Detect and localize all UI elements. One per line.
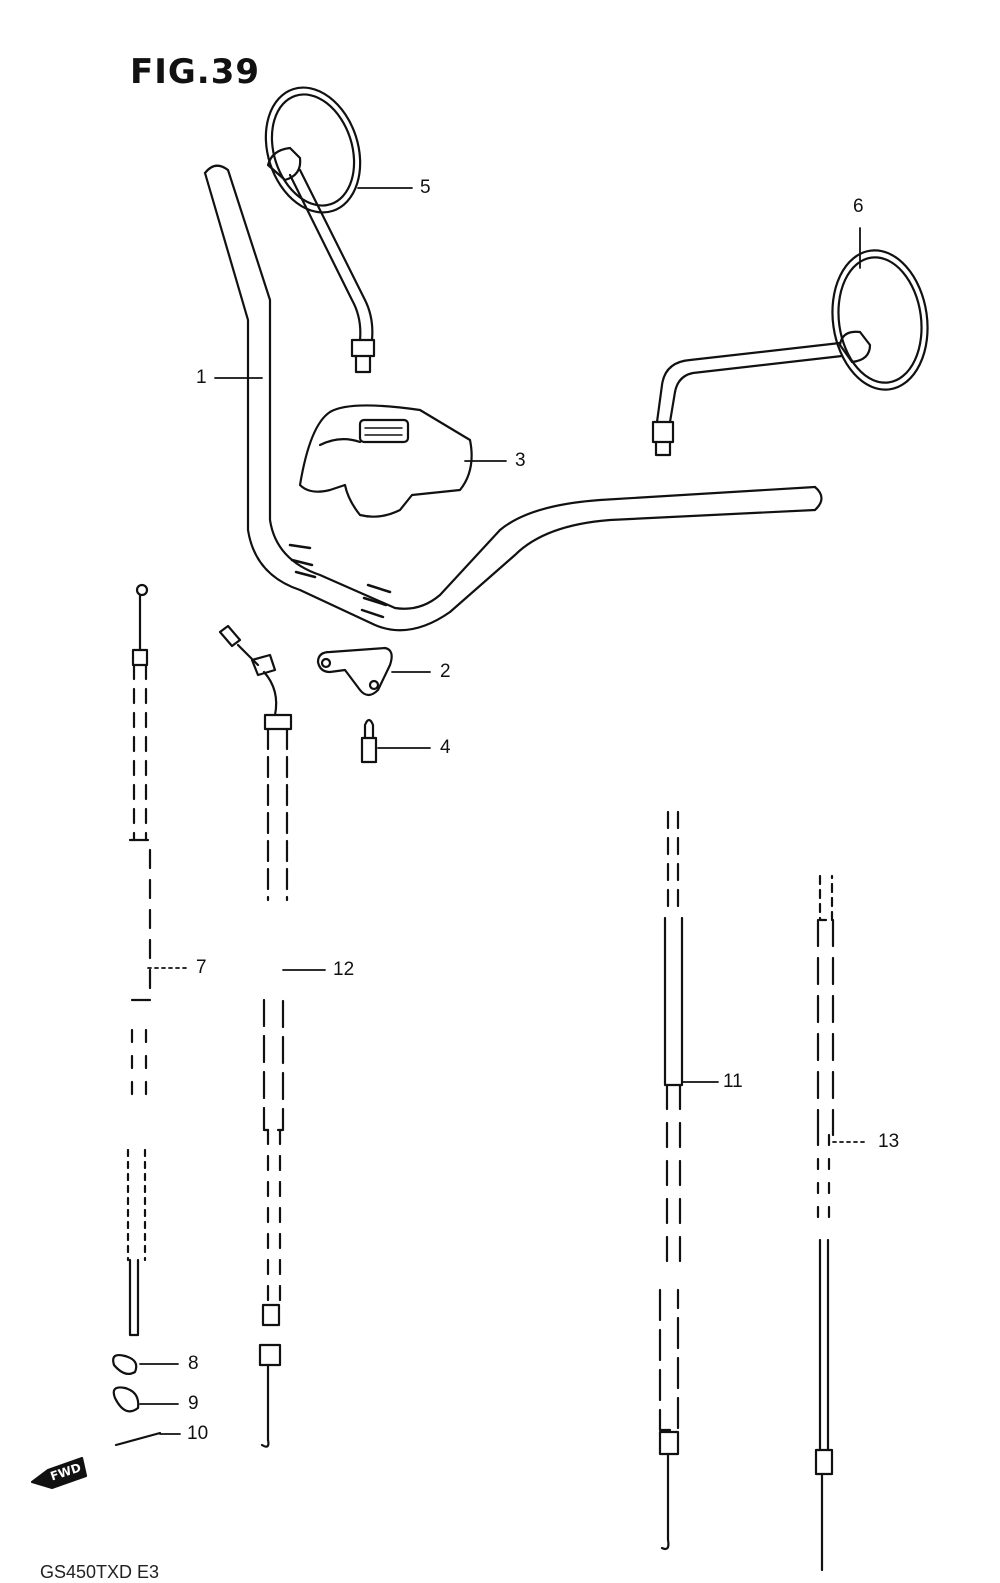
callout-5: 5 [420, 177, 431, 198]
clip-8-part [112, 1353, 138, 1375]
callout-12: 12 [333, 959, 355, 980]
handlebar-part [203, 164, 823, 632]
footer-code: GS450TXD E3 [40, 1562, 160, 1582]
callout-9: 9 [188, 1393, 199, 1414]
callout-2: 2 [440, 661, 451, 682]
clip-9-part [112, 1386, 140, 1413]
callout-7: 7 [196, 957, 207, 978]
callout-11: 11 [723, 1071, 743, 1092]
callout-4: 4 [440, 737, 451, 758]
callout-8: 8 [188, 1353, 199, 1374]
callout-10: 10 [187, 1423, 209, 1444]
callout-13: 13 [878, 1131, 900, 1152]
cable-11-part [658, 810, 684, 1551]
leader-lines [139, 187, 869, 1435]
cable-7-part [126, 583, 152, 1337]
figure-title: FIG.39 [130, 52, 261, 92]
cable-13-part [814, 874, 835, 1572]
callout-1: 1 [196, 367, 207, 388]
left-mirror-part [264, 86, 376, 374]
handlebar-clamp-cover-part [298, 404, 473, 518]
bolt-part [360, 718, 378, 764]
fwd-arrow-icon [30, 1456, 88, 1490]
clamp-part [316, 646, 393, 697]
callout-3: 3 [515, 450, 526, 471]
right-mirror-part [651, 249, 929, 457]
cable-12-part [218, 624, 293, 1448]
callout-6: 6 [853, 196, 864, 217]
pin-10-part [114, 1431, 162, 1447]
